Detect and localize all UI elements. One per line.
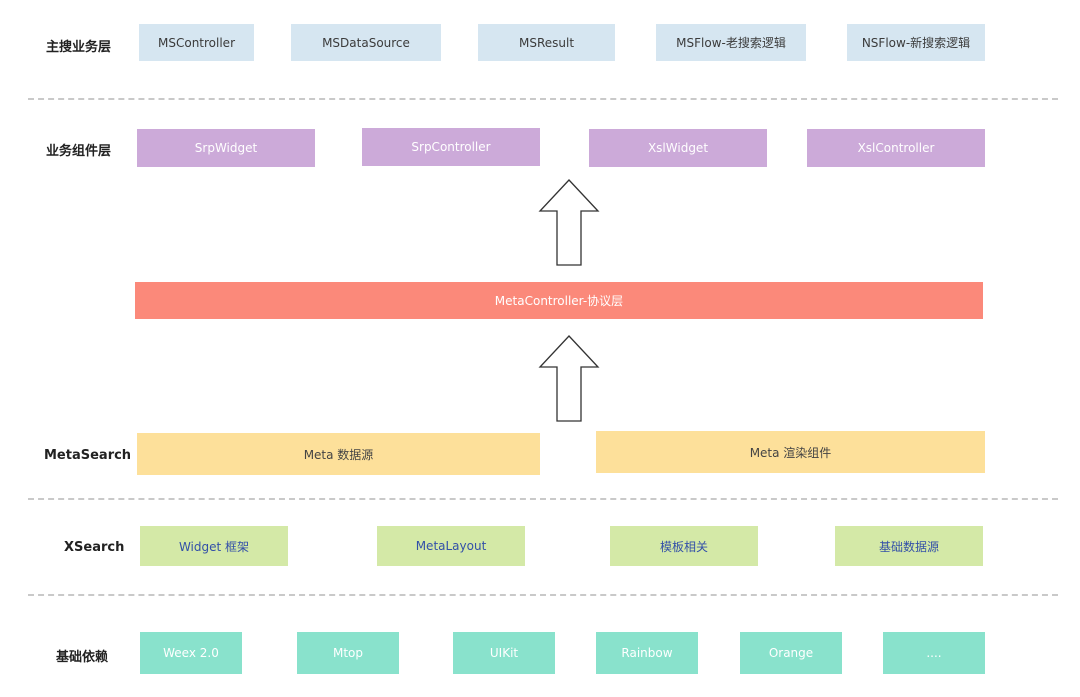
box-metalayout: MetaLayout <box>377 526 525 566</box>
box-more: .... <box>883 632 985 674</box>
box-template-related: 模板相关 <box>610 526 758 566</box>
divider-2 <box>28 498 1058 500</box>
box-nsflow: NSFlow-新搜索逻辑 <box>847 24 985 61</box>
box-xslwidget: XslWidget <box>589 129 767 167</box>
box-weex: Weex 2.0 <box>140 632 242 674</box>
up-arrow-icon <box>538 179 600 266</box>
box-base-datasource: 基础数据源 <box>835 526 983 566</box>
box-metacontroller-protocol: MetaController-协议层 <box>135 282 983 319</box>
box-srpwidget: SrpWidget <box>137 129 315 167</box>
divider-3 <box>28 594 1058 596</box>
box-rainbow: Rainbow <box>596 632 698 674</box>
box-uikit: UIKit <box>453 632 555 674</box>
box-widget-framework: Widget 框架 <box>140 526 288 566</box>
box-meta-datasource: Meta 数据源 <box>137 433 540 475</box>
layer-label-metasearch: MetaSearch <box>44 448 132 463</box>
divider-1 <box>28 98 1058 100</box>
box-srpcontroller: SrpController <box>362 128 540 166</box>
up-arrow-icon <box>538 335 600 422</box>
box-xslcontroller: XslController <box>807 129 985 167</box>
box-meta-render-component: Meta 渲染组件 <box>596 431 985 473</box>
box-mtop: Mtop <box>297 632 399 674</box>
box-orange: Orange <box>740 632 842 674</box>
box-msresult: MSResult <box>478 24 615 61</box>
box-mscontroller: MSController <box>139 24 254 61</box>
layer-label-main-business: 主搜业务层 <box>46 40 112 55</box>
layer-label-xsearch: XSearch <box>64 540 125 555</box>
layer-label-business-component: 业务组件层 <box>46 144 112 159</box>
box-msflow: MSFlow-老搜索逻辑 <box>656 24 806 61</box>
layer-label-base-deps: 基础依赖 <box>56 650 109 665</box>
box-msdatasource: MSDataSource <box>291 24 441 61</box>
